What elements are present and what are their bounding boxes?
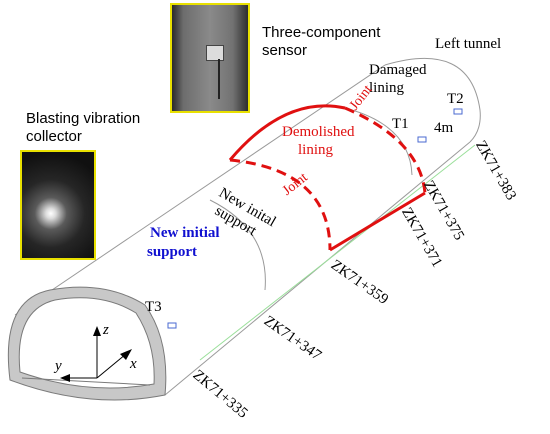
axis-z-label: z <box>103 322 109 338</box>
sensor-caption-line2: sensor <box>262 42 308 59</box>
sensor-photo <box>170 3 250 113</box>
sensor-t3-marker <box>167 322 177 329</box>
collector-caption-line2: collector <box>26 128 82 145</box>
sensor-t2-marker <box>453 108 463 115</box>
lining-section-inner <box>18 297 155 389</box>
axis-y-label: y <box>55 358 62 374</box>
axis-x-line <box>96 353 127 379</box>
damaged-lining-label-line1: Damaged <box>369 62 427 78</box>
new-initial-support-label-line1: New initial <box>150 225 220 241</box>
sensor-cable-shape <box>218 59 220 99</box>
new-support-arch <box>209 199 266 291</box>
station-guide-line <box>199 144 476 361</box>
invert-line <box>21 377 151 386</box>
collector-photo <box>20 150 96 260</box>
sensor-caption-line1: Three-component <box>262 24 381 41</box>
joint-lower-line <box>229 158 332 251</box>
demolished-lining-label-line2: lining <box>298 142 334 158</box>
joint-upper-line <box>344 106 427 194</box>
damaged-lining-label-line2: lining <box>369 80 405 96</box>
demolished-bottom-edge <box>329 191 426 252</box>
sensor-t1-marker <box>417 136 427 143</box>
axis-x-label: x <box>130 356 137 372</box>
sensor-device-shape <box>206 45 224 61</box>
sensor-t2-label: T2 <box>447 91 464 107</box>
demolished-top-edge <box>228 104 346 161</box>
collector-caption-line1: Blasting vibration <box>26 110 141 127</box>
axis-z-arrow <box>93 326 101 336</box>
sensor-t3-label: T3 <box>145 299 162 315</box>
axis-y-arrow <box>60 374 70 382</box>
damaged-lining-arch <box>344 107 413 176</box>
sensor-t1-label: T1 <box>392 116 409 132</box>
new-initial-support-label-line2: support <box>147 244 198 260</box>
demolished-lining-label-line1: Demolished <box>282 124 355 140</box>
far-end-arch <box>384 57 481 143</box>
distance-label: 4m <box>434 120 454 136</box>
left-tunnel-label: Left tunnel <box>435 36 502 52</box>
axis-x-arrow <box>120 349 132 360</box>
